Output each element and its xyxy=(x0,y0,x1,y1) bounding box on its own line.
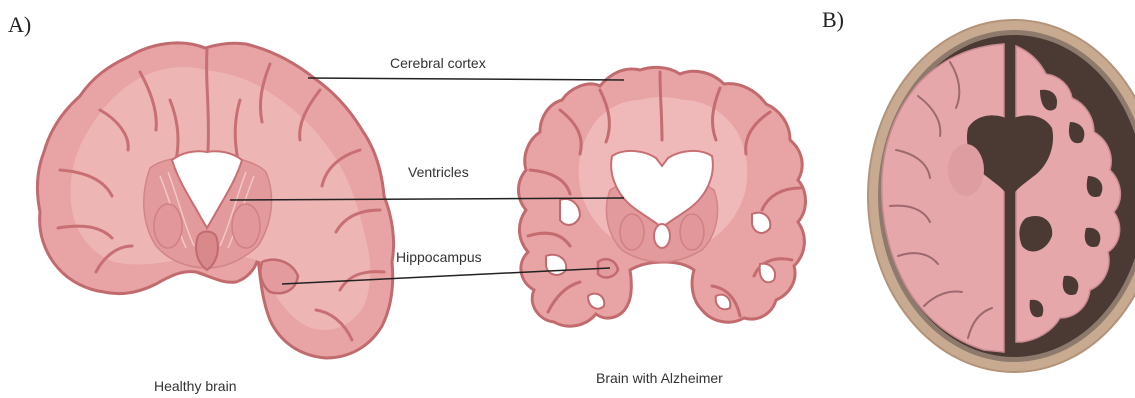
cortex-pointer-line xyxy=(308,78,624,80)
alzheimer-brain-illustration xyxy=(519,67,806,326)
healthy-brain-illustration xyxy=(37,43,393,358)
label-cerebral-cortex: Cerebral cortex xyxy=(390,55,486,71)
caption-alzheimer-brain: Brain with Alzheimer xyxy=(596,370,723,386)
panel-b-letter: B) xyxy=(822,7,844,32)
label-ventricles: Ventricles xyxy=(408,164,469,180)
panel-a-letter: A) xyxy=(8,12,31,37)
label-hippocampus: Hippocampus xyxy=(396,249,482,265)
axial-brain-scan-illustration xyxy=(868,20,1135,372)
caption-healthy-brain: Healthy brain xyxy=(154,378,237,394)
